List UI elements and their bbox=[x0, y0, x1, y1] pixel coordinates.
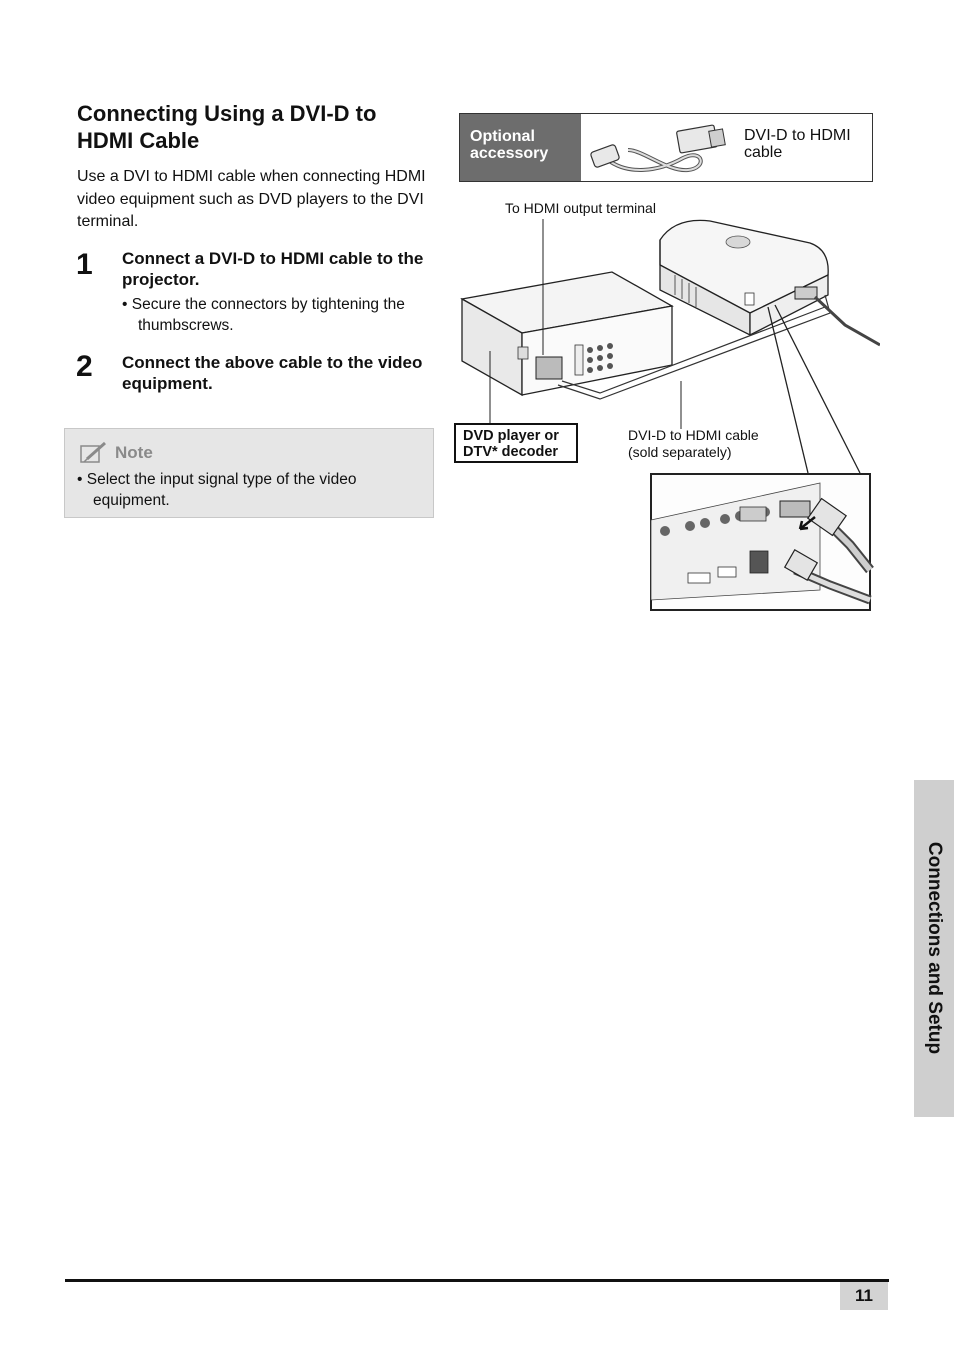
section-title: Connecting Using a DVI-D to HDMI Cable bbox=[77, 101, 377, 153]
projector-illustration bbox=[659, 219, 829, 337]
page-number: 11 bbox=[840, 1282, 888, 1310]
hdmi-output-label: To HDMI output terminal bbox=[505, 200, 656, 216]
cable-illustration bbox=[590, 124, 726, 173]
device-label: DVD player or DTV* decoder bbox=[454, 423, 578, 463]
step-1-text: Connect a DVI-D to HDMI cable to the pro… bbox=[122, 249, 424, 289]
note-box: Note • Select the input signal type of t… bbox=[64, 428, 434, 518]
cable-label: DVI-D to HDMI cable (sold separately) bbox=[628, 427, 759, 460]
terminal-closeup-inset bbox=[650, 473, 874, 611]
step-1-bullet: • Secure the connectors by tightening th… bbox=[122, 296, 405, 334]
note-heading: Note bbox=[79, 441, 153, 465]
accessory-name: DVI-D to HDMI cable bbox=[744, 127, 851, 161]
side-section-tab: Connections and Setup bbox=[914, 780, 954, 1117]
pencil-icon bbox=[80, 441, 106, 463]
step-1-number: 1 bbox=[76, 248, 93, 281]
accessory-label: Optional accessory bbox=[460, 114, 581, 181]
note-item: • Select the input signal type of the vi… bbox=[77, 471, 357, 509]
dvd-player-illustration bbox=[460, 271, 674, 397]
side-tab-label: Connections and Setup bbox=[924, 841, 945, 1055]
optional-accessory-box: Optional accessory DVI-D to HDMI cable bbox=[459, 113, 873, 182]
note-heading-label: Note bbox=[115, 443, 153, 462]
connection-diagram bbox=[460, 219, 880, 611]
step-2-text: Connect the above cable to the video equ… bbox=[122, 353, 423, 393]
intro-paragraph: Use a DVI to HDMI cable when connecting … bbox=[77, 168, 426, 230]
step-2-number: 2 bbox=[76, 350, 93, 383]
footer-rule bbox=[65, 1279, 889, 1282]
